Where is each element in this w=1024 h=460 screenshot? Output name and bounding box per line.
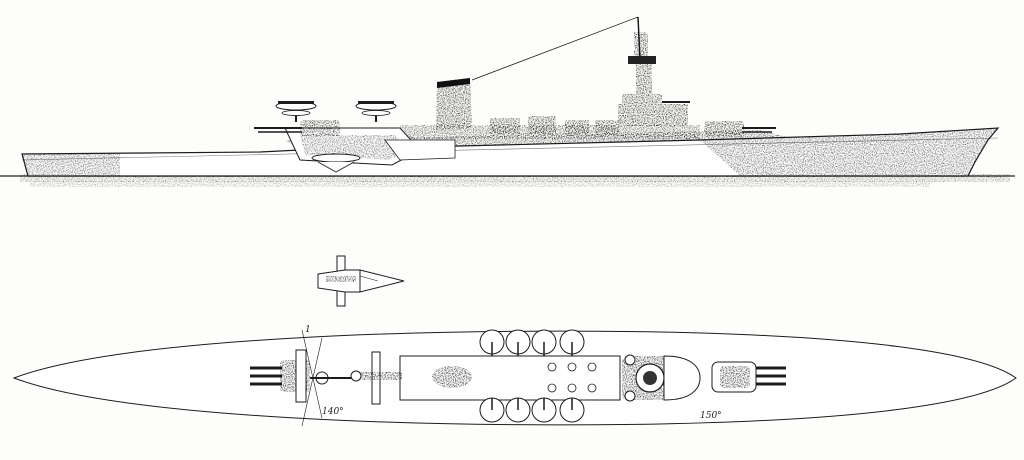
secondary-gun-blocks — [490, 116, 619, 134]
antenna-wire — [471, 16, 639, 81]
forward-arc-label: 150° — [700, 411, 722, 421]
side-profile — [0, 16, 1015, 187]
aft-arc-label: 140° — [322, 407, 344, 417]
forward-turret-plan — [711, 361, 786, 393]
aft-mark-label: 1 — [305, 325, 311, 335]
seaplane-plan-detail — [317, 255, 405, 307]
forward-turret-side — [704, 121, 776, 137]
hull-profile — [21, 127, 1000, 177]
seaplane-aft-side — [275, 101, 317, 122]
tower-mast — [618, 16, 690, 126]
funnel — [436, 78, 472, 130]
seaplane-lower-side — [311, 153, 361, 173]
seaplane-mid-side — [355, 101, 397, 122]
gun-mounts-upper — [479, 329, 585, 356]
deck-plan: 140° 150° 1 — [12, 325, 1017, 427]
aft-turret-side — [254, 120, 340, 136]
bridge-plan — [622, 354, 701, 402]
gun-mounts-lower — [479, 397, 585, 423]
deck-house-plan — [399, 355, 621, 401]
aft-turret-plan — [250, 329, 352, 427]
catapult-seaplane-plan — [350, 351, 402, 405]
